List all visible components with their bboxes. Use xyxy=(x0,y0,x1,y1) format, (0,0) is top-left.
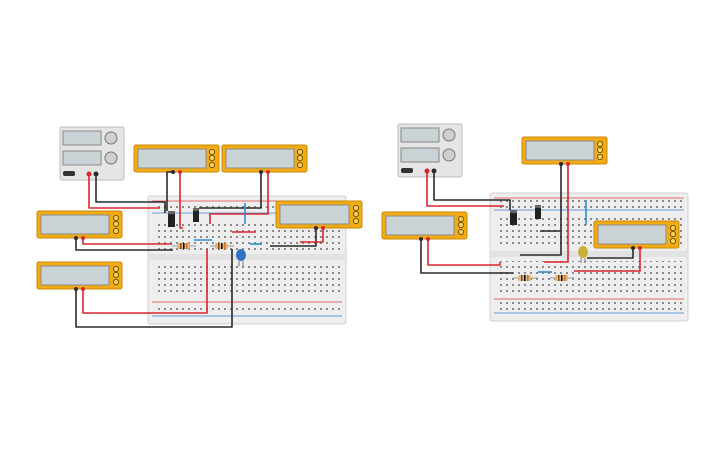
power-supply[interactable] xyxy=(397,123,463,178)
power-supply[interactable] xyxy=(59,126,125,181)
multimeter[interactable] xyxy=(275,200,363,230)
led[interactable] xyxy=(236,249,246,266)
resistor[interactable] xyxy=(513,275,538,281)
breadboard[interactable] xyxy=(489,192,689,322)
circuit-left xyxy=(36,126,363,328)
multimeter[interactable] xyxy=(36,261,123,291)
circuit-right xyxy=(381,123,689,322)
multimeter[interactable] xyxy=(133,144,220,174)
transistor[interactable] xyxy=(510,210,517,225)
multimeter[interactable] xyxy=(221,144,308,174)
resistor[interactable] xyxy=(210,243,234,249)
resistor[interactable] xyxy=(172,243,196,249)
resistor[interactable] xyxy=(550,275,574,281)
wires xyxy=(420,164,641,274)
multimeter[interactable] xyxy=(593,220,680,250)
multimeter[interactable] xyxy=(521,136,608,166)
transistor[interactable] xyxy=(535,205,541,219)
wires xyxy=(75,171,324,328)
transistor[interactable] xyxy=(168,211,175,227)
transistor[interactable] xyxy=(193,208,199,222)
multimeter[interactable] xyxy=(381,211,468,241)
led[interactable] xyxy=(578,246,588,263)
multimeter[interactable] xyxy=(36,210,123,240)
